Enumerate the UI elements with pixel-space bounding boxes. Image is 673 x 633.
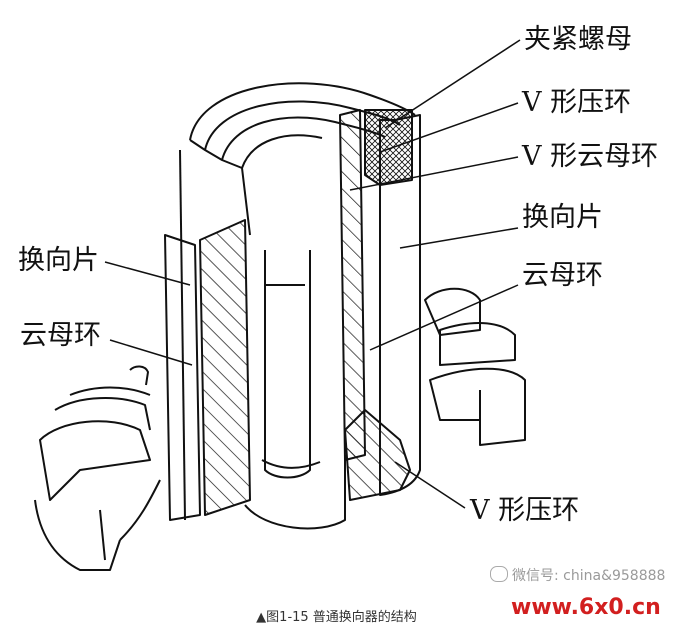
watermark: 微信号: china&958888 bbox=[490, 565, 665, 585]
figure-caption: ▲图1-15 普通换向器的结构 bbox=[256, 610, 417, 625]
site-logo: www.6x0.cn bbox=[511, 595, 661, 620]
left-mica-layer bbox=[164, 234, 201, 521]
wechat-icon bbox=[490, 566, 508, 582]
lock-nut-section bbox=[364, 109, 413, 186]
label-segment-left: 换向片 bbox=[18, 245, 99, 276]
label-v-press-ring-top: V 形压环 bbox=[522, 87, 632, 118]
right-mica-section bbox=[339, 109, 366, 461]
label-lock-nut: 夹紧螺母 bbox=[524, 24, 632, 55]
v-press-ring-right bbox=[344, 409, 411, 501]
inner-cylinder bbox=[244, 250, 346, 530]
label-v-press-ring-bottom: V 形压环 bbox=[470, 495, 580, 526]
label-mica-ring-left: 云母环 bbox=[20, 320, 101, 351]
label-v-mica-ring: V 形云母环 bbox=[522, 141, 659, 172]
left-risers bbox=[34, 365, 161, 571]
right-risers bbox=[424, 287, 526, 446]
label-mica-ring-right: 云母环 bbox=[522, 260, 603, 291]
watermark-text: 微信号: china&958888 bbox=[512, 568, 666, 584]
left-wall-section bbox=[199, 219, 251, 516]
label-segment-right: 换向片 bbox=[522, 202, 603, 233]
leader-lines bbox=[104, 39, 521, 509]
